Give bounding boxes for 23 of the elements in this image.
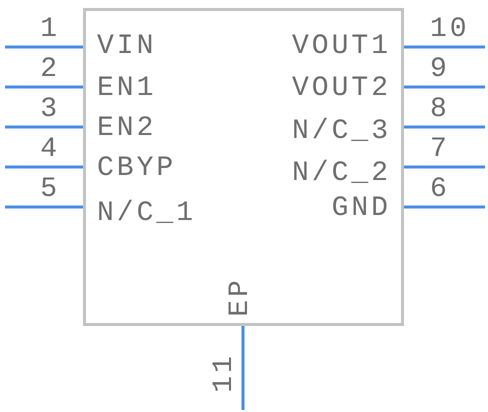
pin-name: N/C_1 — [97, 200, 196, 228]
pin-name: VOUT1 — [292, 33, 391, 61]
pin-name: EN2 — [97, 115, 156, 143]
pin-number: 9 — [430, 56, 450, 84]
pin-number: 7 — [430, 136, 450, 164]
pin-number: 2 — [40, 56, 60, 84]
pin-name: VIN — [97, 33, 156, 61]
pin-number: 10 — [430, 16, 470, 44]
pin-name: GND — [332, 195, 391, 223]
pin-number: 4 — [40, 136, 60, 164]
pin-number: 1 — [40, 16, 60, 44]
pin-name: EP — [226, 277, 255, 317]
pin-name: N/C_2 — [292, 160, 391, 188]
pin-number: 6 — [430, 176, 450, 204]
pin-name: CBYP — [97, 155, 176, 183]
pin-number: 5 — [40, 176, 60, 204]
pin-number: 11 — [210, 353, 239, 393]
pin-name: EN1 — [97, 75, 156, 103]
pin-name: N/C_3 — [292, 118, 391, 146]
pin-name: VOUT2 — [292, 75, 391, 103]
ic-body — [83, 8, 404, 326]
pin-number: 3 — [40, 96, 60, 124]
pin-number: 8 — [430, 96, 450, 124]
